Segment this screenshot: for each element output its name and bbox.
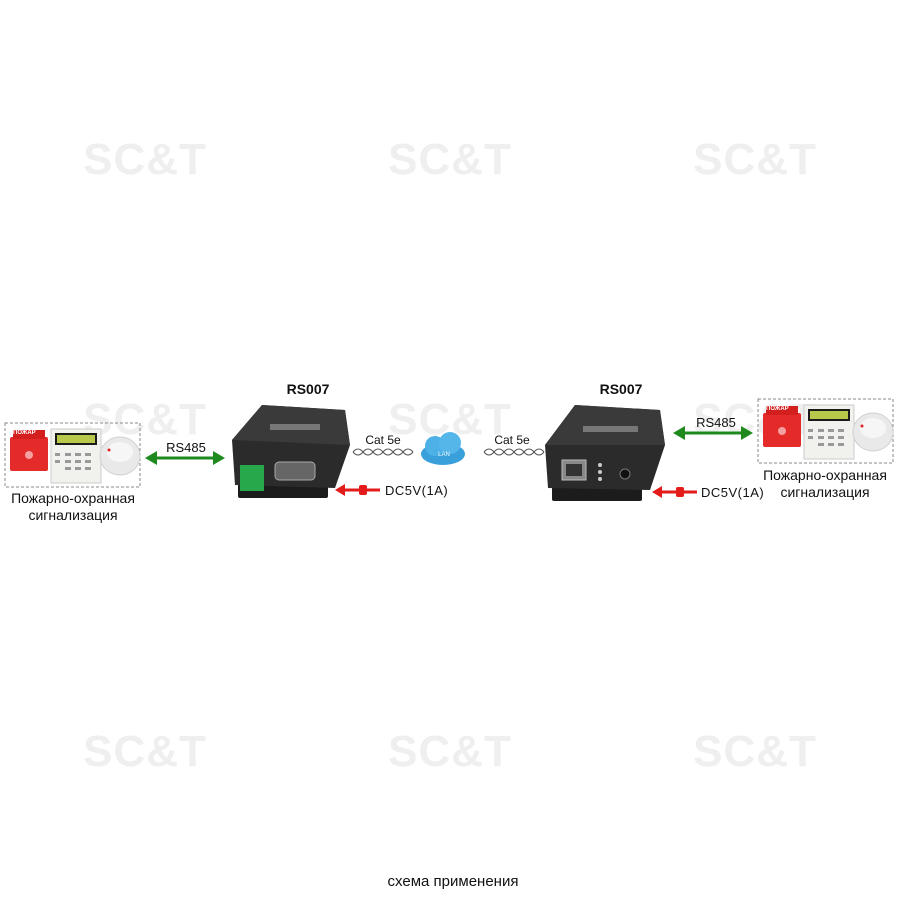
watermark: SC&T (83, 135, 207, 184)
call-point-label-right: ПОЖАР (766, 406, 789, 412)
watermark: SC&T (693, 135, 817, 184)
alarm-label-right-line1: Пожарно-охранная (763, 467, 887, 483)
power-arrow-left (333, 482, 382, 498)
power-arrow-right (650, 484, 699, 500)
watermark: SC&T (83, 727, 207, 776)
caption: схема применения (387, 873, 519, 890)
alarm-label-left-line2: сигнализация (28, 507, 118, 523)
cat5e-cable-left (352, 448, 414, 456)
device-title-right: RS007 (599, 381, 643, 397)
device-title-left: RS007 (286, 381, 330, 397)
cable-label-left: Cat 5e (365, 433, 401, 447)
alarm-label-right-line2: сигнализация (780, 484, 870, 500)
watermark: SC&T (388, 727, 512, 776)
rs485-label-left: RS485 (166, 440, 206, 455)
lan-label: LAN (438, 452, 450, 458)
rs007-device-right (545, 405, 665, 501)
power-label-right: DC5V(1A) (701, 485, 765, 500)
rs485-label-right: RS485 (696, 415, 736, 430)
call-point-label-left: ПОЖАР (13, 430, 36, 436)
watermark: SC&T (693, 727, 817, 776)
rs007-device-left (232, 405, 350, 498)
cat5e-cable-right (483, 448, 545, 456)
lan-cloud (421, 432, 465, 465)
cable-label-right: Cat 5e (494, 433, 530, 447)
watermark: SC&T (388, 135, 512, 184)
power-label-left: DC5V(1A) (385, 483, 449, 498)
alarm-label-left-line1: Пожарно-охранная (11, 490, 135, 506)
watermark: SC&T (83, 395, 207, 444)
